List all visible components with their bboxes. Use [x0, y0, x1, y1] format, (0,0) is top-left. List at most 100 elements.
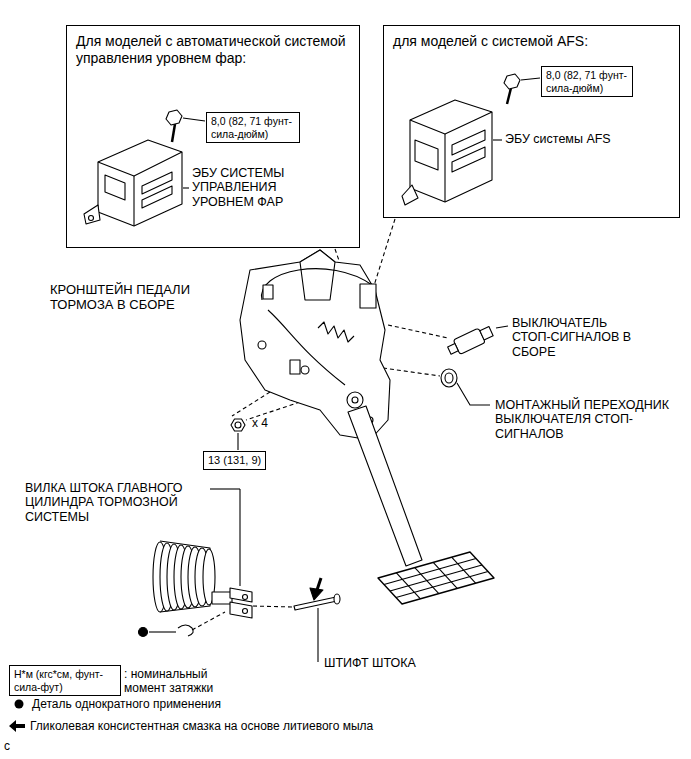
- single-use-dot: [15, 700, 24, 709]
- headlamp-leveling-ecu: [89, 216, 94, 221]
- pedal-bracket: [360, 284, 376, 308]
- brake-pedal: [415, 568, 439, 594]
- pedal-bracket: [262, 269, 372, 300]
- bolt: [166, 110, 182, 142]
- legend-swatch: [8, 719, 26, 733]
- bolt: [504, 74, 520, 104]
- bolt: [507, 88, 511, 104]
- dashed-guide: [253, 606, 292, 607]
- brake-pedal: [396, 572, 488, 598]
- push-rod-pin: [334, 594, 340, 604]
- switch-adapter: [445, 373, 453, 383]
- dashed-guide: [383, 368, 440, 376]
- switch-adapter: [441, 369, 457, 387]
- dashed-guide: [388, 325, 448, 338]
- push-rod-clevis: [230, 588, 252, 602]
- pedal-bracket: [268, 310, 345, 385]
- headlamp-leveling-ecu: [98, 140, 182, 226]
- part-name: ЭБУ СИСТЕМЫ УПРАВЛЕНИЯ УРОВНЕМ ФАР: [192, 166, 312, 209]
- headlamp-leveling-ecu: [133, 176, 134, 226]
- torque-value: 8,0 (82, 71 фунт-сила-дюйм): [211, 115, 295, 140]
- bolt: [504, 74, 520, 89]
- leader-line: [496, 326, 508, 328]
- clip: [149, 631, 176, 632]
- afs-ecu: [452, 147, 485, 172]
- clip: [139, 625, 194, 637]
- brake-pedal: [348, 406, 494, 604]
- figure-code: c: [4, 740, 24, 754]
- brake-pedal: [384, 559, 476, 585]
- brake-pedal: [378, 552, 494, 604]
- brake-pedal: [396, 573, 420, 599]
- afs-ecu: [415, 140, 438, 170]
- leader-line: [493, 139, 502, 140]
- clip: [178, 625, 193, 636]
- clip: [139, 628, 148, 637]
- leader-line: [493, 78, 540, 140]
- push-rod-boot: [153, 541, 215, 612]
- torque-box: 13 (131, 9): [203, 451, 266, 470]
- legend-text: Гликолевая консистентная смазка на основ…: [30, 719, 373, 733]
- afs-ecu: [402, 100, 492, 205]
- panel-heading: для моделей с системой AFS:: [393, 33, 670, 50]
- stop-light-switch: [446, 324, 494, 358]
- pedal-bracket: [301, 366, 309, 374]
- afs-ecu: [444, 134, 445, 202]
- option-panel: для моделей с системой AFS: 8,0 (82, 71 ф…: [383, 25, 680, 218]
- torque-box: 8,0 (82, 71 фунт-сила-дюйм): [541, 66, 633, 97]
- push-rod-clevis: [243, 609, 248, 614]
- part-name: МОНТАЖНЫЙ ПЕРЕХОДНИК ВЫКЛЮЧАТЕЛЯ СТОП-СИ…: [495, 398, 685, 441]
- pedal-bracket: [352, 397, 358, 403]
- headlamp-leveling-ecu: [142, 186, 172, 208]
- leader-line: [457, 326, 508, 405]
- afs-ecu: [410, 100, 492, 202]
- option-panel: Для моделей с автоматической системой уп…: [66, 25, 360, 248]
- quantity: x 4: [252, 417, 292, 431]
- push-rod-pin: [317, 608, 318, 662]
- headlamp-leveling-ecu: [98, 152, 182, 176]
- pedal-bracket: [290, 360, 300, 374]
- push-rod-pin: [310, 588, 323, 600]
- legend-row: Деталь однократного применения: [10, 697, 221, 711]
- torque-value: Н*м (кгс*см, фунт-сила-фут): [14, 668, 116, 693]
- legend-swatch: [10, 697, 28, 711]
- legend-note: : номинальный момент затяжки: [124, 668, 242, 696]
- push-rod-pin: [294, 578, 340, 662]
- headlamp-leveling-ecu: [84, 140, 182, 226]
- part-name: ЭБУ системы AFS: [505, 132, 655, 146]
- legend-box: Н*м (кгс*см, фунт-сила-фут): [9, 665, 121, 696]
- bolt: [166, 110, 182, 125]
- brake-pedal: [390, 565, 482, 591]
- push-rod-clevis: [239, 489, 240, 586]
- leader-line: [521, 78, 540, 80]
- torque-box: 8,0 (82, 71 фунт-сила-дюйм): [206, 112, 300, 143]
- brake-pedal: [452, 557, 476, 583]
- part-name: ШТИФТ ШТОКА: [324, 656, 454, 670]
- afs-ecu: [402, 185, 418, 205]
- dashed-guide: [232, 392, 270, 416]
- headlamp-leveling-ecu: [84, 205, 100, 224]
- stop-light-switch: [480, 327, 493, 340]
- nut: [235, 422, 241, 428]
- part-name: ВЫКЛЮЧАТЕЛЬ СТОП-СИГНАЛОВ В СБОРЕ: [512, 316, 632, 359]
- pedal-bracket: [300, 250, 335, 300]
- brake-pedal: [433, 562, 457, 588]
- legend-text: Деталь однократного применения: [32, 697, 221, 711]
- push-rod-clevis: [210, 489, 252, 618]
- nut: [231, 419, 245, 450]
- leader-line: [183, 187, 189, 188]
- torque-value: 8,0 (82, 71 фунт-сила-дюйм): [546, 69, 628, 94]
- switch-adapter: [441, 369, 457, 387]
- pedal-bracket: [347, 392, 363, 408]
- part-name: КРОНШТЕЙН ПЕДАЛИ ТОРМОЗА В СБОРЕ: [50, 283, 205, 313]
- torque-value: 13 (131, 9): [208, 454, 261, 467]
- pedal-bracket: [258, 341, 266, 349]
- pedal-bracket: [318, 322, 354, 342]
- leader-line: [457, 383, 490, 405]
- part-name: ВИЛКА ШТОКА ГЛАВНОГО ЦИЛИНДРА ТОРМОЗНОЙ …: [25, 481, 205, 524]
- legend-row: Гликолевая консистентная смазка на основ…: [8, 719, 373, 733]
- headlamp-leveling-ecu: [105, 175, 125, 200]
- nut: [231, 419, 245, 431]
